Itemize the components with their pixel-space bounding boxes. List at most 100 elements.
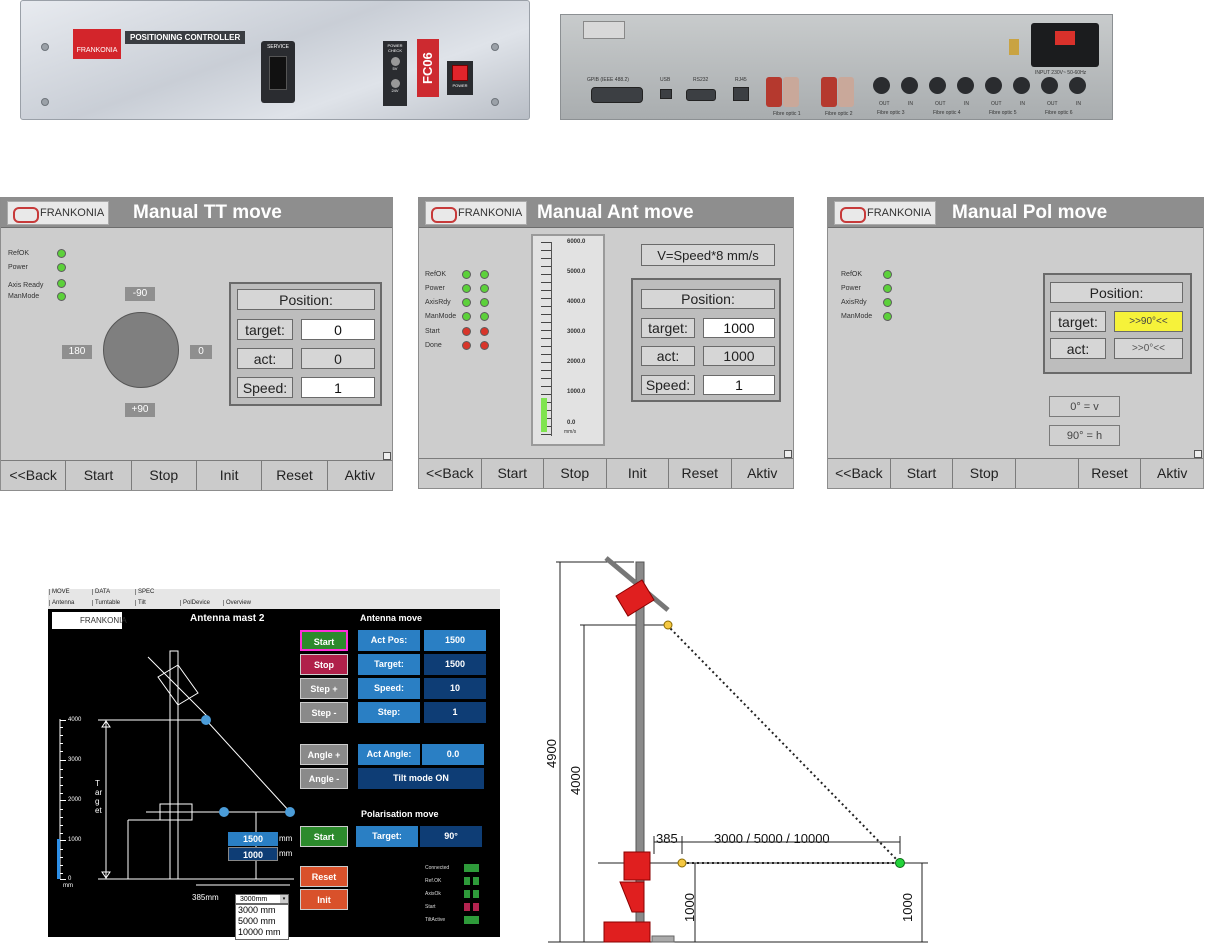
power-label: POWER [452, 83, 468, 88]
tab-overview[interactable]: Overview [223, 600, 251, 606]
fibre-label: Fibre optic 1 [773, 111, 801, 117]
tab-bar: MOVE DATA SPEC Antenna Turntable Tilt Po… [48, 589, 500, 609]
aktiv-button[interactable]: Aktiv [1157, 465, 1188, 481]
direction-0[interactable]: 0 [190, 345, 212, 359]
target-value-field[interactable]: 0 [301, 319, 375, 340]
stop-button[interactable]: Stop [132, 461, 197, 490]
screw-icon [41, 98, 49, 106]
port-label: USB [660, 77, 671, 83]
stop-button[interactable]: Stop [953, 459, 1017, 488]
reset-button[interactable]: Reset [300, 866, 348, 887]
mast-drawing [57, 650, 295, 886]
indicator-label: Start [425, 904, 436, 910]
direction-180[interactable]: 180 [62, 345, 92, 359]
front-panel-photo: FRANKONIA POSITIONING CONTROLLER SERVICE… [20, 0, 530, 120]
gauge-axis [551, 242, 554, 436]
status-label: Axis Ready [8, 282, 44, 289]
status-led [480, 298, 489, 307]
reset-button[interactable]: Reset [262, 461, 328, 490]
indicator-start [464, 903, 470, 911]
init-button[interactable]: Init [300, 889, 348, 910]
reset-button[interactable]: Reset [1079, 459, 1142, 488]
fibre-label: Fibre optic 3 [877, 110, 905, 116]
target-input[interactable]: 1500 [424, 654, 486, 675]
tab-antenna[interactable]: Antenna [49, 600, 74, 606]
angle-plus-button[interactable]: Angle + [300, 744, 348, 765]
speed-input[interactable]: 10 [424, 678, 486, 699]
back-button[interactable]: <<Back [1, 461, 67, 490]
distance-option[interactable]: 10000 mm [238, 927, 281, 937]
jack-icon [390, 57, 400, 66]
stop-button[interactable]: Stop [544, 459, 607, 488]
button-bar: <<Back Start Stop Init Reset Aktiv [1, 460, 392, 490]
jack-icon [390, 79, 400, 88]
tab-move[interactable]: MOVE [49, 589, 70, 595]
brand-logo: FRANKONIA [425, 201, 528, 225]
status-led [57, 263, 66, 272]
panel-header: FRANKONIA Manual TT move [1, 198, 392, 228]
step-plus-button[interactable]: Step + [300, 678, 348, 699]
tab-data[interactable]: DATA [92, 589, 110, 595]
aktiv-button[interactable]: Aktiv [344, 467, 375, 483]
fibre-in-label: IN [964, 101, 969, 107]
angle-minus-button[interactable]: Angle - [300, 768, 348, 789]
target-value-field[interactable]: 1000 [703, 318, 775, 338]
status-led [462, 341, 471, 350]
rj45-port-icon [733, 87, 749, 101]
fibre-connector-icon [838, 77, 854, 107]
start-button[interactable]: Start [891, 459, 954, 488]
start-button[interactable]: Start [300, 630, 348, 651]
usb-port-icon [269, 56, 287, 90]
gauge-tick-label: 3000.0 [567, 329, 586, 335]
chevron-down-icon[interactable]: ▾ [280, 895, 288, 903]
distance-select[interactable]: 3000mm ▾ [235, 894, 289, 904]
pol-start-button[interactable]: Start [300, 826, 348, 847]
tab-spec[interactable]: SPEC [135, 589, 154, 595]
speed-value-field[interactable]: 1 [703, 375, 775, 395]
status-led [462, 298, 471, 307]
power-switch: POWER [447, 61, 473, 95]
target-label: target: [1050, 311, 1106, 332]
status-led [57, 249, 66, 258]
speed-value-field[interactable]: 1 [301, 377, 375, 398]
status-led [462, 284, 471, 293]
start-button[interactable]: Start [66, 461, 132, 490]
tab-turntable[interactable]: Turntable [92, 600, 120, 606]
indicator-label: Ref.OK [425, 878, 442, 884]
distance-option[interactable]: 5000 mm [238, 916, 276, 926]
fibre-out-icon [985, 77, 1002, 94]
target-value-field[interactable]: >>90°<< [1114, 311, 1183, 332]
status-led [462, 327, 471, 336]
start-button[interactable]: Start [482, 459, 544, 488]
tab-tilt[interactable]: Tilt [135, 600, 146, 606]
stop-button[interactable]: Stop [300, 654, 348, 675]
reset-button[interactable]: Reset [669, 459, 732, 488]
direction-plus90[interactable]: +90 [125, 403, 155, 417]
status-label: Power [841, 285, 861, 292]
position-title: Position: [641, 289, 775, 309]
step-input[interactable]: 1 [424, 702, 486, 723]
section-polarisation-move: Polarisation move [361, 809, 439, 819]
y-tick-label: 2000 [68, 797, 82, 803]
power-check: POWER CHECK 5V 24V [383, 41, 407, 106]
distance-option[interactable]: 3000 mm [238, 905, 276, 915]
back-button[interactable]: <<Back [828, 459, 891, 488]
status-led [883, 312, 892, 321]
init-button[interactable]: Init [607, 459, 669, 488]
gauge-unit: mm/s [564, 429, 577, 435]
model-badge: FC06 [417, 39, 439, 97]
turntable-circle[interactable] [103, 312, 179, 388]
pol-target-label: Target: [356, 826, 418, 847]
direction-minus90[interactable]: -90 [125, 287, 155, 301]
fibre-out-icon [929, 77, 946, 94]
tab-poldevice[interactable]: PolDevice [180, 600, 210, 606]
step-minus-button[interactable]: Step - [300, 702, 348, 723]
act-label: act: [641, 346, 695, 366]
aktiv-button[interactable]: Aktiv [747, 465, 778, 481]
init-button[interactable]: Init [197, 461, 263, 490]
gauge-tick-label: 1000.0 [567, 389, 586, 395]
back-button[interactable]: <<Back [419, 459, 482, 488]
panel-header: FRANKONIA Manual Pol move [828, 198, 1203, 228]
pol-target-input[interactable]: 90° [420, 826, 482, 847]
fibre-in-icon [901, 77, 918, 94]
